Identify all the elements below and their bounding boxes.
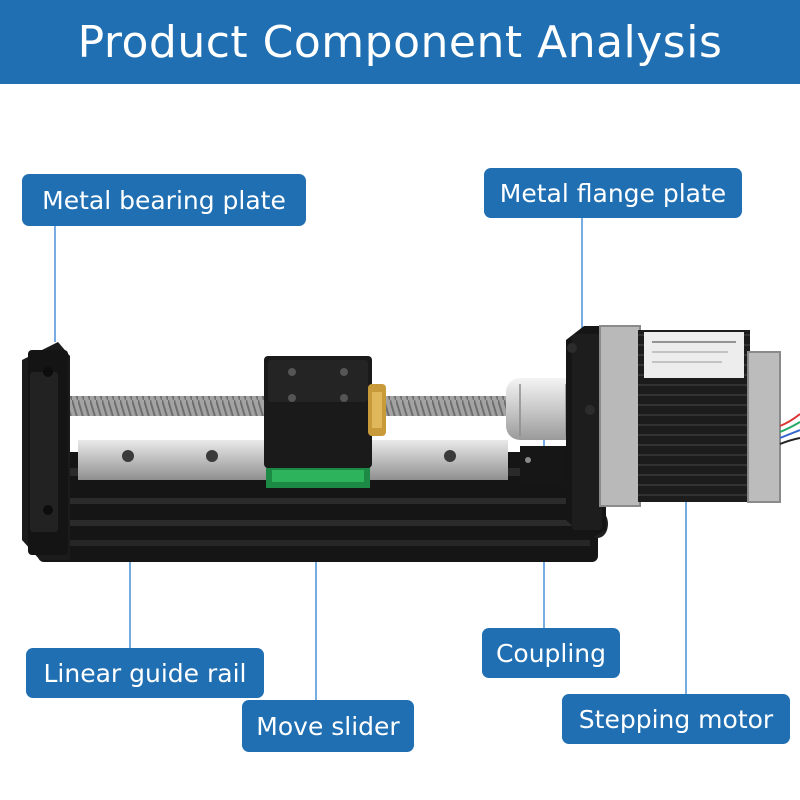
label-stepping-motor: Stepping motor <box>562 694 790 744</box>
stepping-motor <box>599 325 800 507</box>
title-banner: Product Component Analysis <box>0 0 800 84</box>
label-linear-guide-rail: Linear guide rail <box>26 648 264 698</box>
page-title: Product Component Analysis <box>77 16 723 68</box>
label-move-slider: Move slider <box>242 700 414 752</box>
label-metal-bearing-plate: Metal bearing plate <box>22 174 306 226</box>
label-coupling: Coupling <box>482 628 620 678</box>
move-slider <box>264 356 386 488</box>
bearing-plate <box>22 342 70 560</box>
label-metal-flange-plate: Metal flange plate <box>484 168 742 218</box>
flange-plate <box>566 326 606 540</box>
